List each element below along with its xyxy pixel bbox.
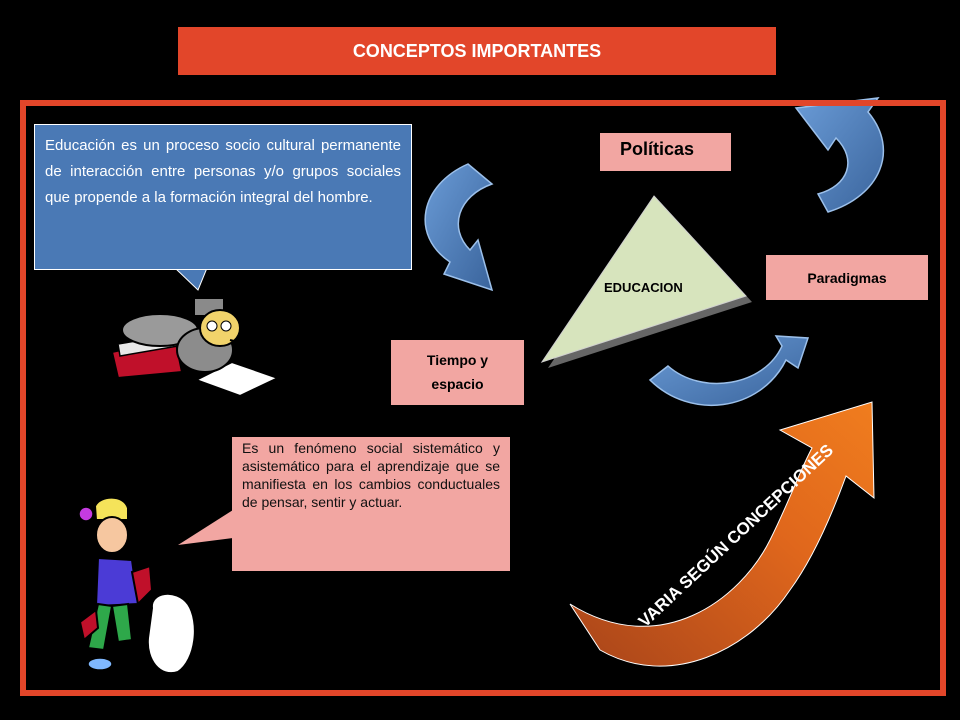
curved-arrow-left-icon <box>424 163 494 292</box>
tiempo-label-line2: espacio <box>431 376 484 392</box>
politicas-node: Políticas <box>600 133 731 171</box>
education-triangle <box>540 195 747 363</box>
tiempo-label-line1: Tiempo y <box>426 352 489 368</box>
educacion-label: EDUCACION <box>604 280 683 295</box>
tiempo-espacio-node: Tiempo y espacio <box>391 340 524 405</box>
student-with-sack-clipart <box>78 496 196 675</box>
page-title: CONCEPTOS IMPORTANTES <box>352 40 602 61</box>
curved-arrow-top-right-icon <box>794 97 885 213</box>
phenomenon-definition-text: Es un fenómeno social sistemático y asis… <box>242 440 500 510</box>
phenomenon-callout-tail <box>178 510 233 545</box>
education-definition-text: Educación es un proceso socio cultural p… <box>45 137 401 206</box>
paradigmas-label: Paradigmas <box>807 269 887 286</box>
title-bar: CONCEPTOS IMPORTANTES <box>178 27 776 75</box>
content-frame <box>20 100 946 696</box>
phenomenon-definition-callout: Es un fenómeno social sistemático y asis… <box>232 437 510 571</box>
politicas-label: Políticas <box>620 139 695 159</box>
reading-student-clipart <box>110 297 281 398</box>
education-definition-callout: Educación es un proceso socio cultural p… <box>34 124 412 270</box>
curved-arrow-bottom-right-icon <box>648 335 810 407</box>
paradigmas-node: Paradigmas <box>766 255 928 300</box>
concepciones-arc-arrow <box>569 401 875 667</box>
